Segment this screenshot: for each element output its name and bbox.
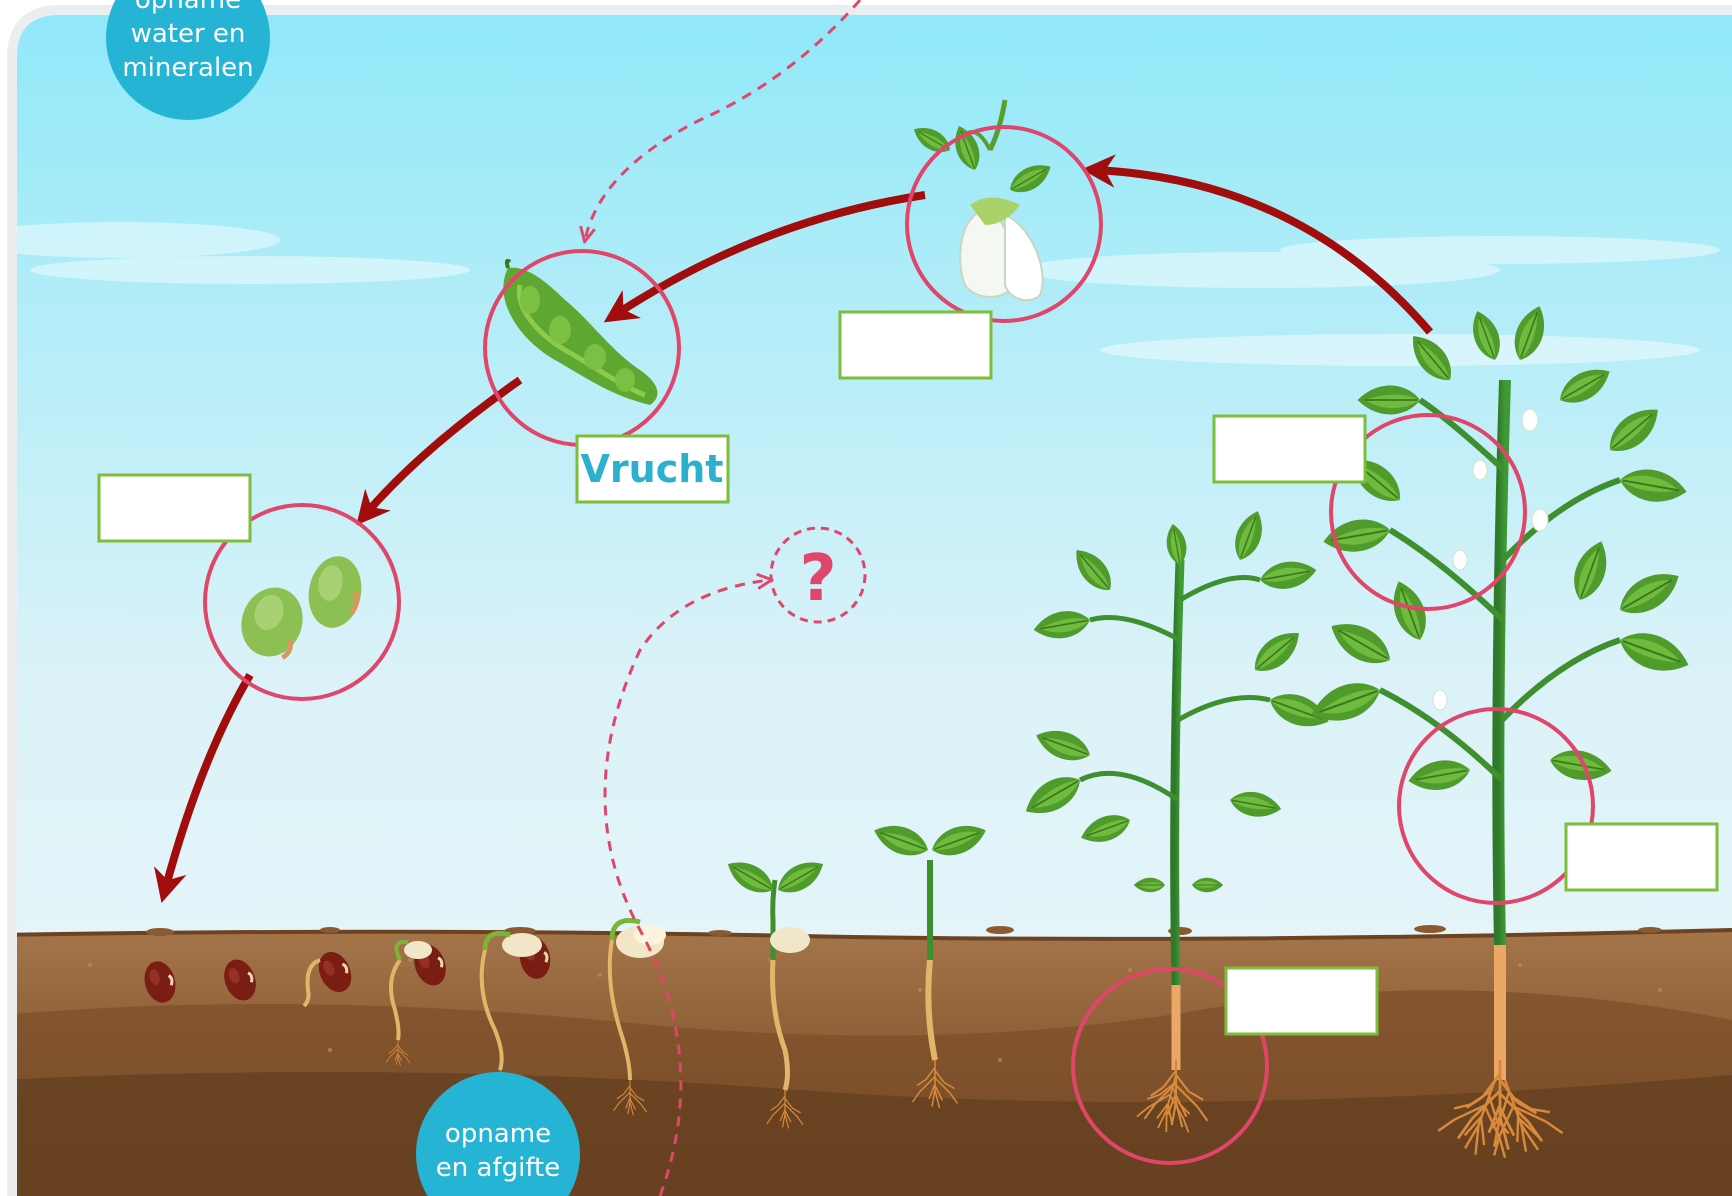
arrow-plant-to-flower (1081, 154, 1434, 335)
label-seeds[interactable] (97, 473, 252, 543)
soil (12, 925, 1732, 1196)
label-leaf[interactable] (1212, 414, 1367, 484)
arrow-flower-to-fruit (603, 191, 926, 323)
label-boxes: Vrucht (97, 310, 1719, 1036)
badge-top-left: opname water en mineralen (106, 0, 270, 120)
badge-top-left-line-2: water en (131, 19, 246, 49)
seeds-illustration (241, 556, 362, 660)
seed-stage-3 (302, 945, 359, 1008)
badge-bottom-line-1: opname (445, 1119, 551, 1149)
frame-border (7, 5, 1732, 1196)
seed-stage-4 (385, 938, 453, 1066)
seed-stage-6 (607, 918, 666, 1116)
germination-stages (138, 817, 992, 1130)
dashed-arrows (585, 0, 862, 1196)
pod-illustration (503, 258, 658, 405)
badge-top-left-line-1: opname (135, 0, 241, 15)
seed-stage-5 (479, 930, 555, 1103)
circle-root (1071, 967, 1269, 1165)
seed-stage-8 (868, 817, 992, 1109)
dashed-arrow-to-question (603, 580, 770, 1196)
flower-illustration (908, 99, 1057, 302)
mature-plant (1304, 300, 1696, 1166)
circle-seeds (203, 503, 401, 701)
dashed-arrow-to-fruit (585, 0, 862, 240)
arrow-seeds-to-soil (154, 672, 254, 903)
circle-stem (1397, 707, 1595, 905)
label-fruit-text: Vrucht (581, 447, 724, 491)
clouds (12, 222, 1720, 366)
circle-leaf (1329, 413, 1527, 611)
young-plant (1017, 506, 1335, 1139)
badge-top-left-line-3: mineralen (122, 53, 253, 83)
label-flower[interactable] (838, 310, 993, 380)
seed-stage-7 (721, 852, 830, 1130)
circle-flower (905, 125, 1103, 323)
question-marker: ? (769, 526, 867, 624)
label-stem[interactable] (1564, 822, 1719, 892)
badge-bottom-line-2: en afgifte (436, 1153, 560, 1183)
question-mark-text: ? (799, 542, 836, 616)
label-fruit[interactable]: Vrucht (575, 434, 730, 504)
label-root[interactable] (1224, 966, 1379, 1036)
badge-bottom: opname en afgifte (416, 1072, 580, 1196)
